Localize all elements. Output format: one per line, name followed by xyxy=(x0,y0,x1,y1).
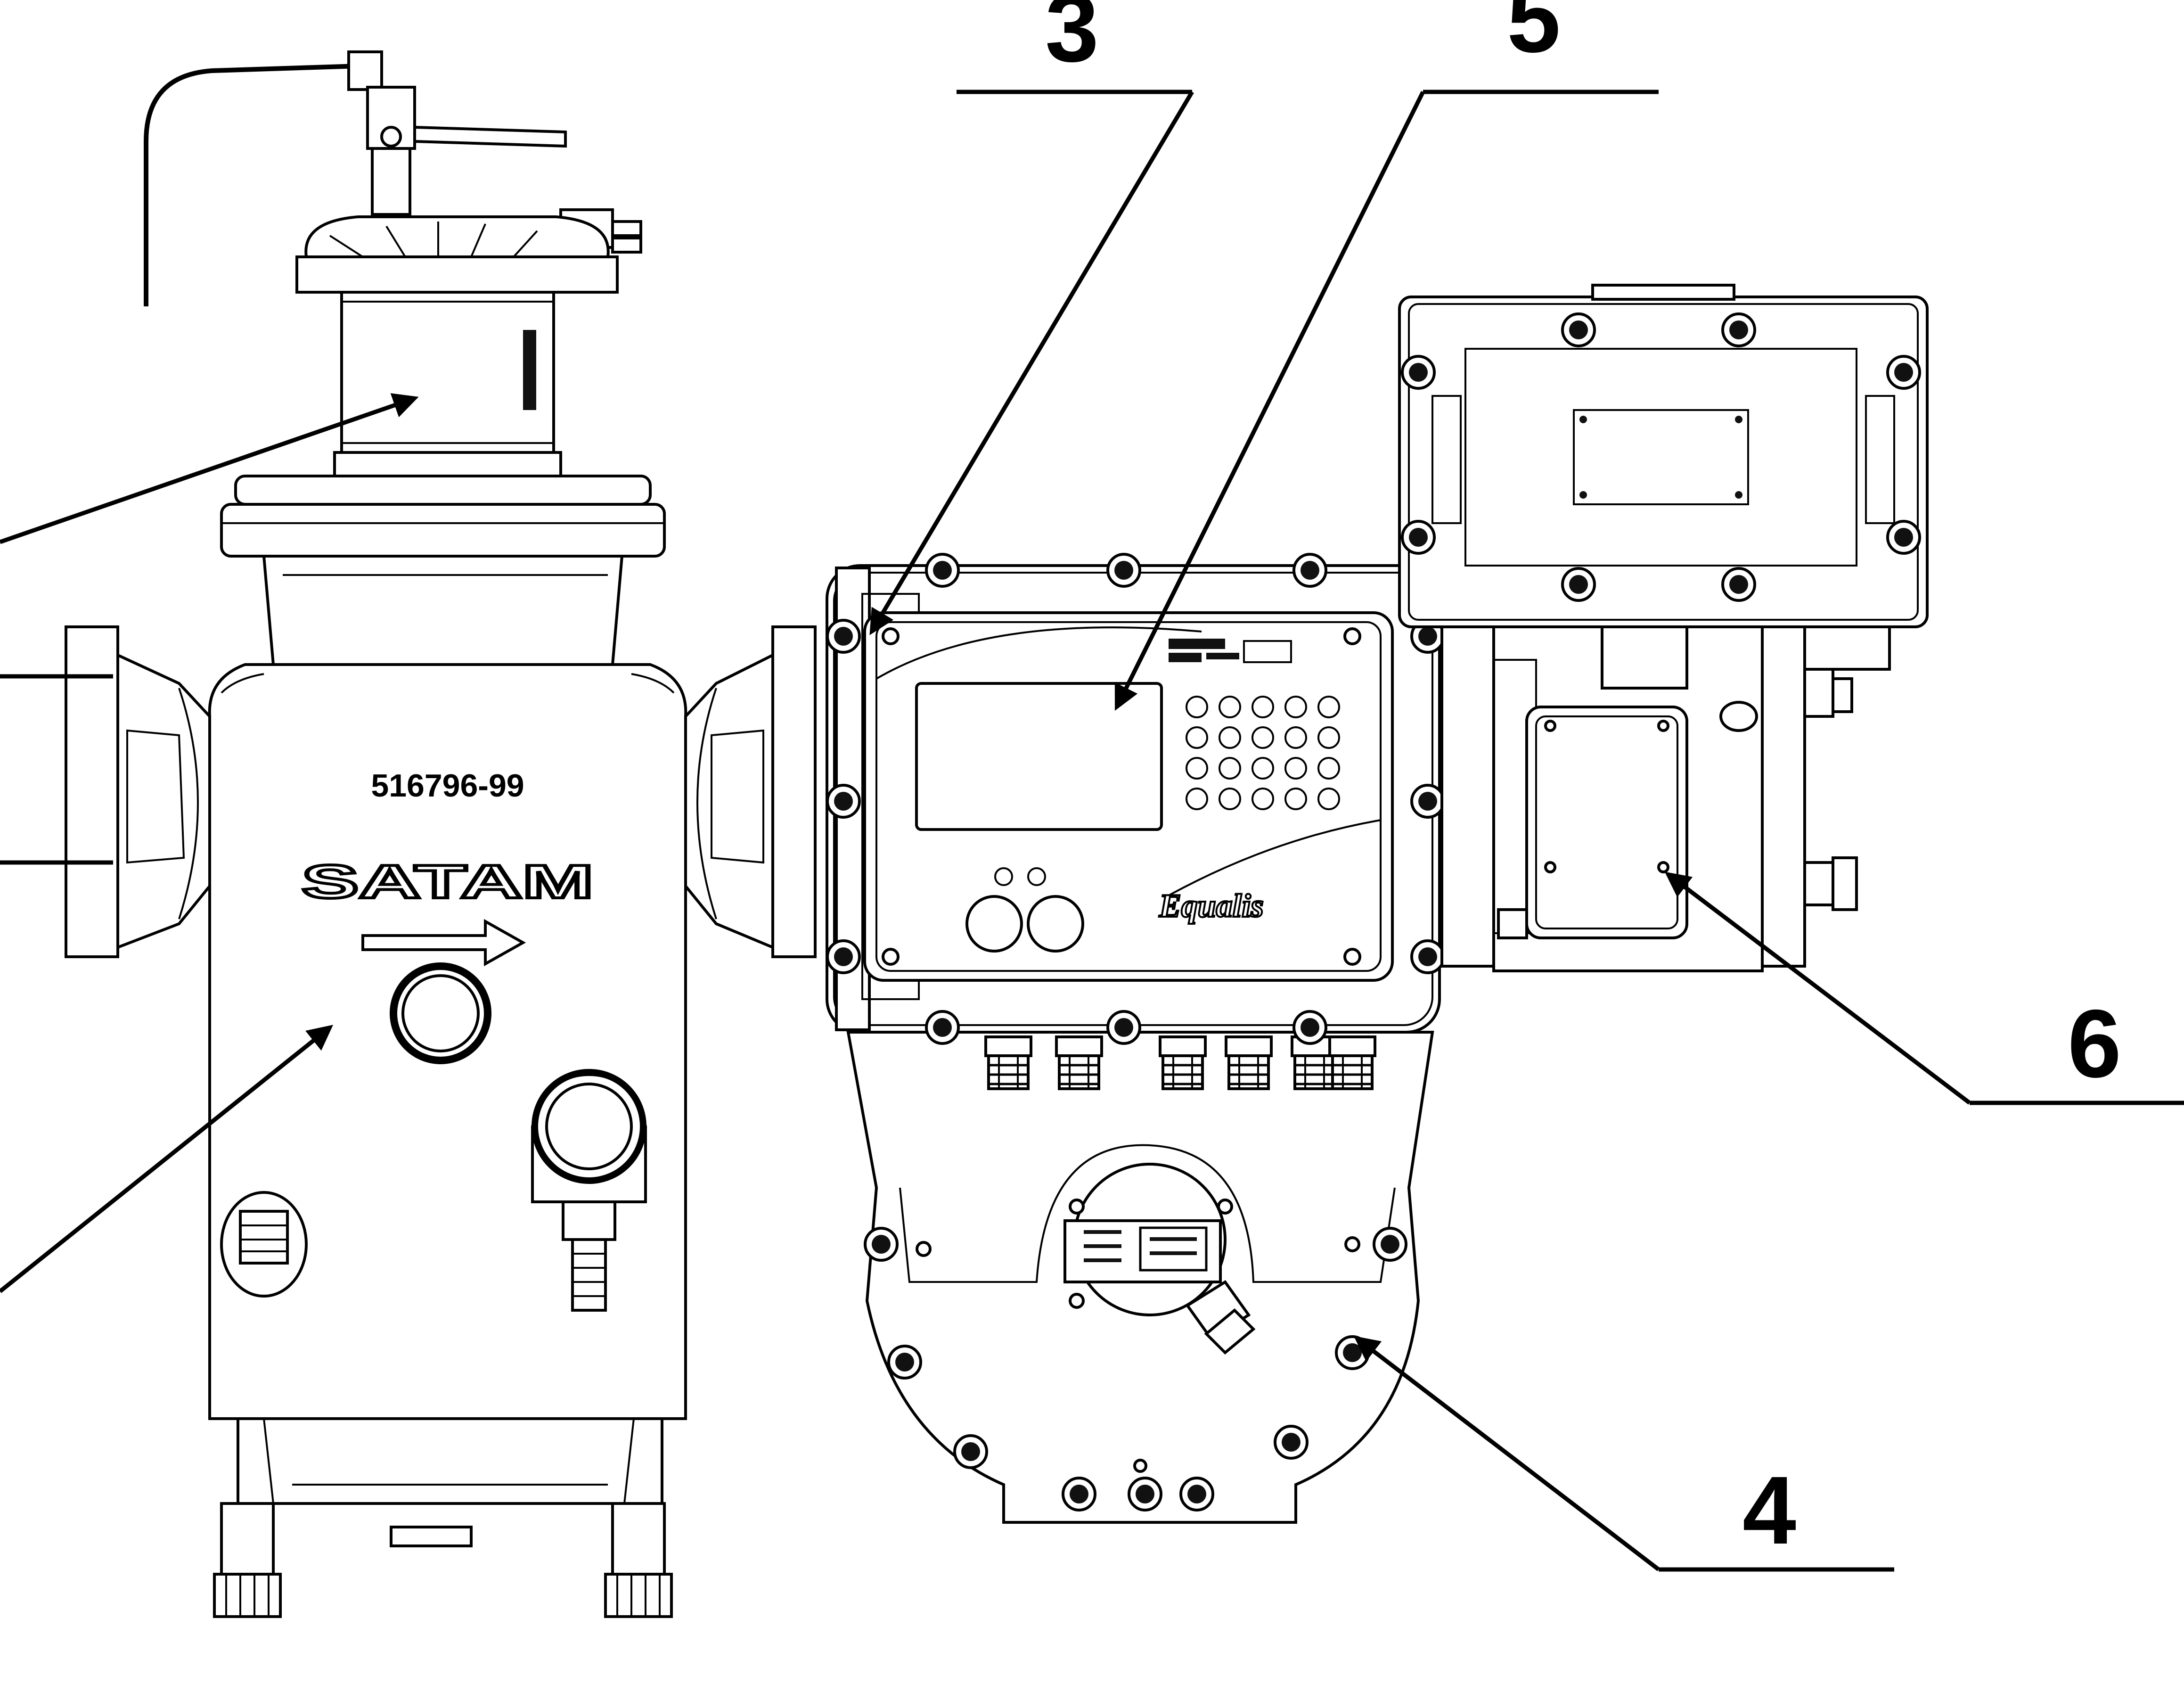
flow-arrow-icon xyxy=(361,919,526,967)
callout-5: 5 xyxy=(1507,0,1561,73)
keypad xyxy=(1186,696,1340,810)
controller-brand: Equalis xyxy=(1159,888,1264,924)
electronic-head: Equalis xyxy=(826,554,1444,1524)
part-number-marking: 516796-99 xyxy=(371,768,524,804)
junction-box xyxy=(1398,284,1929,972)
callout-6: 6 xyxy=(2068,990,2121,1098)
filter-separator: 516796-99 SATAM xyxy=(65,50,817,1618)
callout-4: 4 xyxy=(1742,1456,1796,1564)
lcd-display xyxy=(915,682,1163,831)
callout-3: 3 xyxy=(1045,0,1099,82)
brand-marking: SATAM xyxy=(302,855,594,908)
callout-leaders xyxy=(0,90,2184,1572)
